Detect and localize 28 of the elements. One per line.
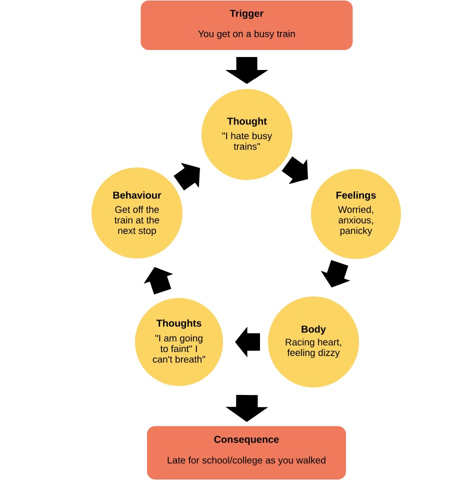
block-arrow (226, 394, 268, 422)
circle-text: "I am going to faint" I can't breath" (152, 334, 206, 363)
rounded-box (147, 426, 346, 480)
step-circle (135, 298, 223, 386)
rounded-box (140, 0, 353, 50)
step-circle (311, 169, 401, 259)
block-arrow (320, 260, 350, 288)
block-arrow (174, 162, 200, 190)
block-arrow (144, 266, 174, 294)
step-circle (268, 296, 359, 388)
box-title: Trigger (230, 10, 264, 19)
circle-title: Feelings (336, 191, 376, 201)
box-text: You get on a busy train (198, 30, 295, 40)
circle-title: Thought (227, 117, 267, 127)
step-circle (202, 89, 292, 180)
circle-title: Behaviour (113, 191, 162, 199)
block-arrow (235, 326, 260, 358)
block-arrow (282, 156, 308, 184)
block-arrow (225, 56, 268, 84)
circle-title: Body (302, 325, 326, 335)
circle-text: "I hate busy trains" (222, 132, 272, 150)
circle-text: Worried, anxious, panicky (338, 206, 374, 236)
step-circle (92, 168, 182, 258)
circle-text: Racing heart, feeling dizzy (286, 338, 342, 358)
circle-text: Get off the train at the next stop (114, 206, 160, 236)
box-title: Consequence (214, 436, 279, 445)
box-text: Late for school/college as you walked (168, 456, 326, 466)
circle-title: Thoughts (156, 319, 202, 329)
